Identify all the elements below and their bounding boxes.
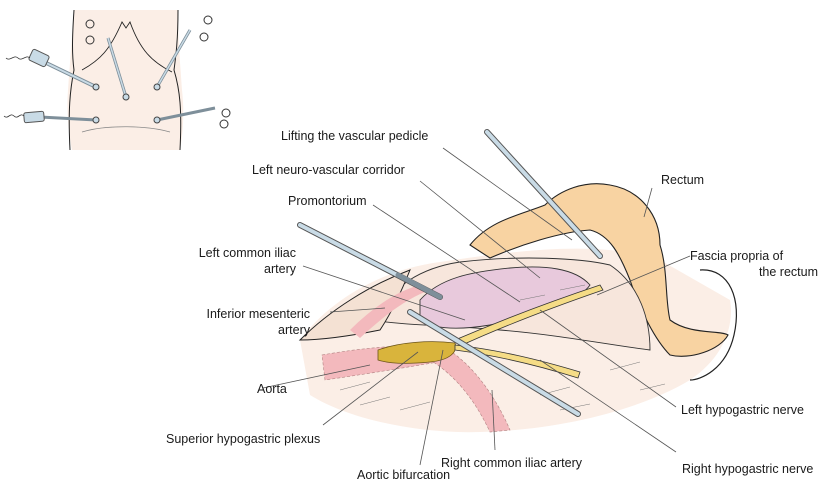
label-left-neurovascular-corridor: Left neuro-vascular corridor [252, 163, 405, 177]
label-line-1: Inferior mesenteric [206, 307, 310, 321]
neurovascular-corridor [419, 266, 591, 329]
label-superior-hypogastric-plexus: Superior hypogastric plexus [166, 432, 321, 446]
trocar-camera-upper-left [5, 48, 100, 91]
instrument-upper-right [484, 129, 603, 259]
right-common-iliac [429, 344, 511, 433]
rectum [469, 183, 729, 357]
rectum-circle [689, 269, 737, 381]
label-left-common-iliac-artery: Left common iliac artery [186, 245, 296, 277]
left-hypogastric-nerve-shape [454, 284, 604, 347]
leader-lines [262, 147, 691, 466]
label-rectum: Rectum [661, 173, 705, 187]
label-lifting-vascular-pedicle: Lifting the vascular pedicle [281, 129, 429, 143]
label-line-2: artery [264, 262, 296, 276]
trocar-camera-lower-left [3, 110, 100, 124]
label-fascia-propria: Fascia propria of the rectum [690, 248, 818, 280]
label-line-2: artery [278, 323, 310, 337]
trocar-grasper-lower-right [153, 106, 231, 129]
pelvic-anatomy [298, 183, 737, 433]
instrument-left [297, 222, 443, 300]
label-promontorium: Promontorium [288, 194, 367, 208]
label-right-common-iliac-artery: Right common iliac artery [441, 456, 583, 470]
label-aortic-bifurcation: Aortic bifurcation [357, 468, 451, 482]
trocar-grasper-upper-right [153, 15, 213, 91]
abdomen-inset [3, 9, 231, 151]
label-inferior-mesenteric-artery: Inferior mesenteric artery [200, 306, 310, 338]
label-right-hypogastric-nerve: Right hypogastric nerve [682, 462, 814, 476]
instrument-center [407, 309, 581, 417]
label-line-2: the rectum [758, 265, 818, 279]
left-common-iliac [350, 285, 425, 338]
label-aorta: Aorta [257, 382, 287, 396]
right-hypogastric-nerve-shape [454, 344, 581, 379]
label-line-1: Left common iliac [198, 246, 296, 260]
trocar-grasper-center [85, 19, 130, 101]
label-line-1: Fascia propria of [690, 249, 784, 263]
label-left-hypogastric-nerve: Left hypogastric nerve [681, 403, 804, 417]
